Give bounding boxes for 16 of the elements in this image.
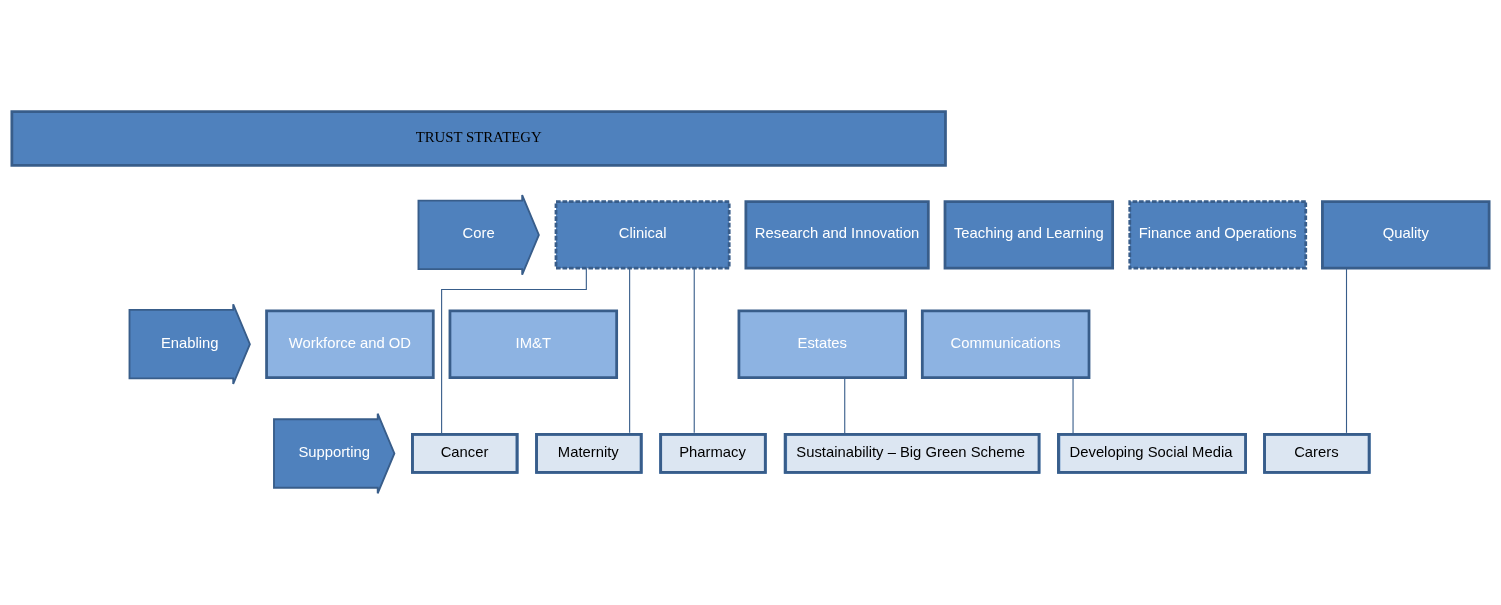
connector <box>1345 267 1348 434</box>
node-box: IM&T <box>448 309 619 379</box>
node-box: Communications <box>920 309 1091 379</box>
connector <box>693 267 695 434</box>
node-box: TRUST STRATEGY <box>10 110 947 167</box>
connector <box>441 267 587 434</box>
node-box: Estates <box>737 309 908 379</box>
node-box: Teaching and Learning <box>943 200 1115 270</box>
node-box: Research and Innovation <box>744 200 930 270</box>
connector <box>844 377 846 434</box>
connector <box>1072 377 1074 434</box>
node-box: Finance and Operations <box>1128 200 1308 270</box>
node-box: Workforce and OD <box>265 309 435 379</box>
node-box: Clinical <box>554 200 731 270</box>
connector <box>629 267 631 434</box>
node-box: Quality <box>1321 200 1491 270</box>
